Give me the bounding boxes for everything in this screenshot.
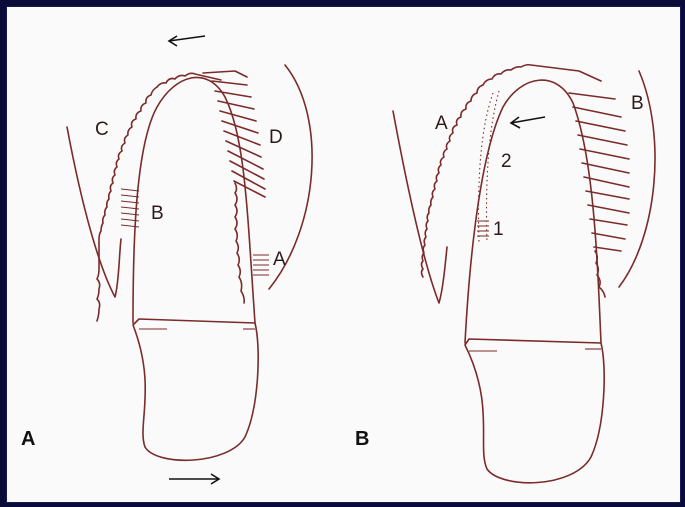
panel-b: A B 2 1 B xyxy=(355,65,655,483)
tooth-base xyxy=(133,319,258,460)
panel-label-b: B xyxy=(355,428,369,450)
arrow-top-left xyxy=(169,36,205,46)
comb-b xyxy=(569,93,629,297)
top-cap xyxy=(157,73,221,87)
label-1: 1 xyxy=(493,219,504,240)
label-d: D xyxy=(269,127,283,148)
left-membrane-b xyxy=(393,111,447,303)
top-cap-b xyxy=(483,65,601,85)
tooth-base-b xyxy=(465,339,604,483)
wavy-edge-a-b xyxy=(422,85,484,277)
figure-frame: C D B A A xyxy=(6,6,681,503)
arrow-bottom-right xyxy=(169,474,219,484)
comb-d xyxy=(203,71,265,303)
hatch-band-a xyxy=(253,255,269,275)
tooth-diagram: C D B A A xyxy=(7,7,680,502)
arrow-left-b xyxy=(511,117,545,128)
panel-label-a: A xyxy=(21,428,35,450)
left-membrane xyxy=(67,127,121,297)
label-b-b: B xyxy=(631,93,644,114)
label-a-b: A xyxy=(435,113,448,134)
panel-a: C D B A A xyxy=(21,36,312,484)
label-a: A xyxy=(273,249,286,270)
label-c: C xyxy=(95,119,109,140)
label-2: 2 xyxy=(501,151,512,172)
label-b: B xyxy=(151,203,164,224)
